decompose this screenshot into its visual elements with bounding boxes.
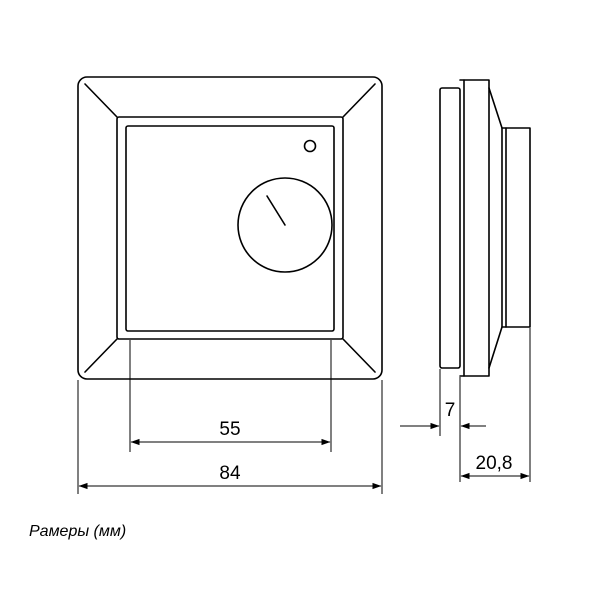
bevel-line-top-right (342, 83, 376, 118)
bevel-line-top-left (84, 83, 118, 118)
side-frame-taper (488, 87, 503, 369)
temperature-knob (237, 177, 333, 273)
side-mounting-box (501, 127, 531, 328)
outer-frame (77, 76, 383, 380)
indicator-led (303, 139, 317, 153)
dimension-label-84: 84 (219, 463, 241, 484)
dimensions-caption: Рамеры (мм) (29, 523, 127, 540)
dimension-label-20-8: 20,8 (476, 453, 513, 474)
side-frame-body (459, 79, 490, 377)
side-view (439, 79, 531, 377)
side-faceplate (439, 87, 461, 369)
side-dimensions: 7 20,8 (400, 328, 531, 482)
dimension-label-55: 55 (219, 419, 240, 440)
front-view (77, 76, 383, 380)
front-dimensions: 55 84 (77, 340, 383, 494)
bevel-line-bottom-right (342, 338, 376, 373)
center-plate (125, 125, 335, 332)
knob-pointer (266, 195, 286, 226)
dimension-label-7: 7 (445, 400, 456, 421)
bevel-line-bottom-left (84, 338, 118, 373)
inner-frame (116, 116, 344, 340)
